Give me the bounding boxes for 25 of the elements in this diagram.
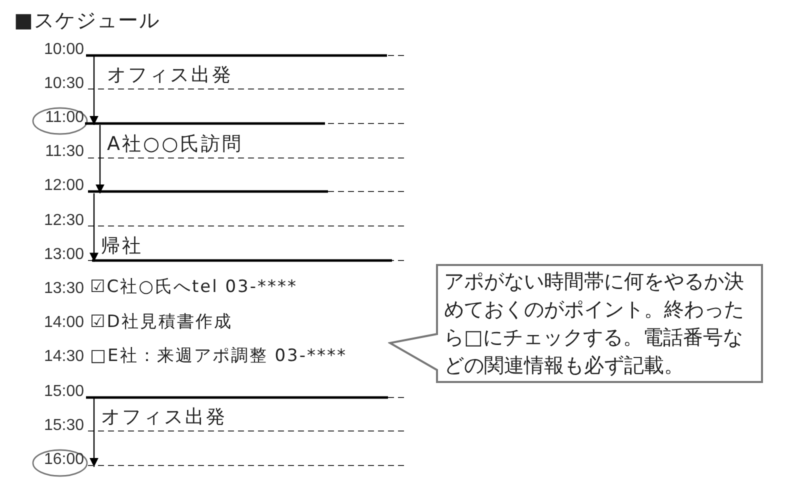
edge-label: オフィス出発 (101, 406, 227, 428)
task-text: ☑D社見積書作成 (90, 312, 232, 332)
time-label: 11:30 (45, 145, 84, 160)
task-text: □E社：来週アポ調整 03-**** (90, 346, 347, 366)
time-label: 10:30 (44, 76, 84, 91)
speech-bubble: アポがない時間帯に何をやるか決めておくのがポイント。終わったら□にチェックする。電話番号などの関連情報も必ず記載。 (388, 264, 763, 383)
time-label: 15:30 (44, 418, 84, 433)
time-label: 10:00 (44, 42, 84, 56)
time-label: 11:00 (45, 110, 84, 125)
time-label: 12:00 (44, 179, 84, 194)
arrow (96, 124, 104, 194)
time-label: 14:00 (44, 316, 84, 330)
arrow (90, 56, 98, 125)
time-label: 13:00 (44, 248, 84, 262)
time-label: 13:30 (44, 282, 84, 296)
time-label: 16:00 (44, 452, 84, 467)
arrow (90, 398, 98, 467)
page-title: ■スケジュール (14, 8, 160, 32)
time-label: 15:00 (44, 384, 84, 398)
time-label: 14:30 (44, 350, 84, 364)
task-text: ☑C社○氏へtel 03-**** (90, 277, 298, 298)
arrow (90, 193, 98, 262)
time-label: 12:30 (44, 214, 84, 228)
edge-label: 帰社 (101, 235, 143, 258)
edge-label: オフィス出発 (107, 64, 233, 86)
